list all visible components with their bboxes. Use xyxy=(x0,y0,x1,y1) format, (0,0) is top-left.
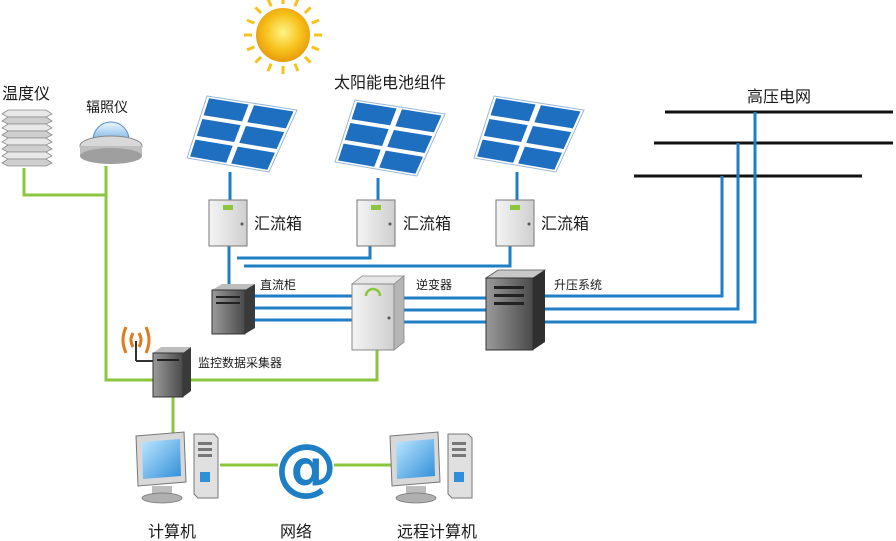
solar-panel-icon xyxy=(334,99,446,177)
hv-grid-lines xyxy=(634,110,893,178)
combiner-box-icon xyxy=(495,199,535,247)
solar-panel-icon xyxy=(186,95,298,173)
combiner-box-icon xyxy=(208,199,248,247)
combiner-box-icon xyxy=(356,199,396,247)
sun-icon xyxy=(244,0,322,74)
label-solar-modules: 太阳能电池组件 xyxy=(334,73,446,92)
dc-cabinet-icon xyxy=(211,284,255,335)
label-boost-system: 升压系统 xyxy=(554,278,602,292)
label-inverter: 逆变器 xyxy=(416,277,452,292)
inverter-icon xyxy=(350,275,406,351)
label-thermometer: 温度仪 xyxy=(2,84,50,103)
power-lines xyxy=(227,112,757,324)
boost-transformer-icon xyxy=(484,269,547,351)
label-combiner-2: 汇流箱 xyxy=(403,214,451,233)
label-network: 网络 xyxy=(280,522,312,541)
computer-icon xyxy=(135,431,219,504)
data-lines xyxy=(22,166,395,467)
label-dc-cabinet: 直流柜 xyxy=(260,278,296,292)
label-computer: 计算机 xyxy=(148,522,196,541)
computer-icon xyxy=(389,431,473,504)
label-data-collector: 监控数据采集器 xyxy=(198,355,282,370)
irradiance-sensor-icon xyxy=(79,121,143,164)
at-network-icon: @ xyxy=(275,430,337,503)
label-remote-computer: 远程计算机 xyxy=(397,522,477,541)
thermometer-icon xyxy=(1,109,53,167)
label-hv-grid: 高压电网 xyxy=(747,87,811,106)
label-combiner-1: 汇流箱 xyxy=(254,214,302,233)
label-irradiance-meter: 辐照仪 xyxy=(86,100,128,116)
data-collector-icon xyxy=(121,326,191,398)
label-combiner-3: 汇流箱 xyxy=(541,214,589,233)
solar-panel-icon xyxy=(473,95,585,173)
